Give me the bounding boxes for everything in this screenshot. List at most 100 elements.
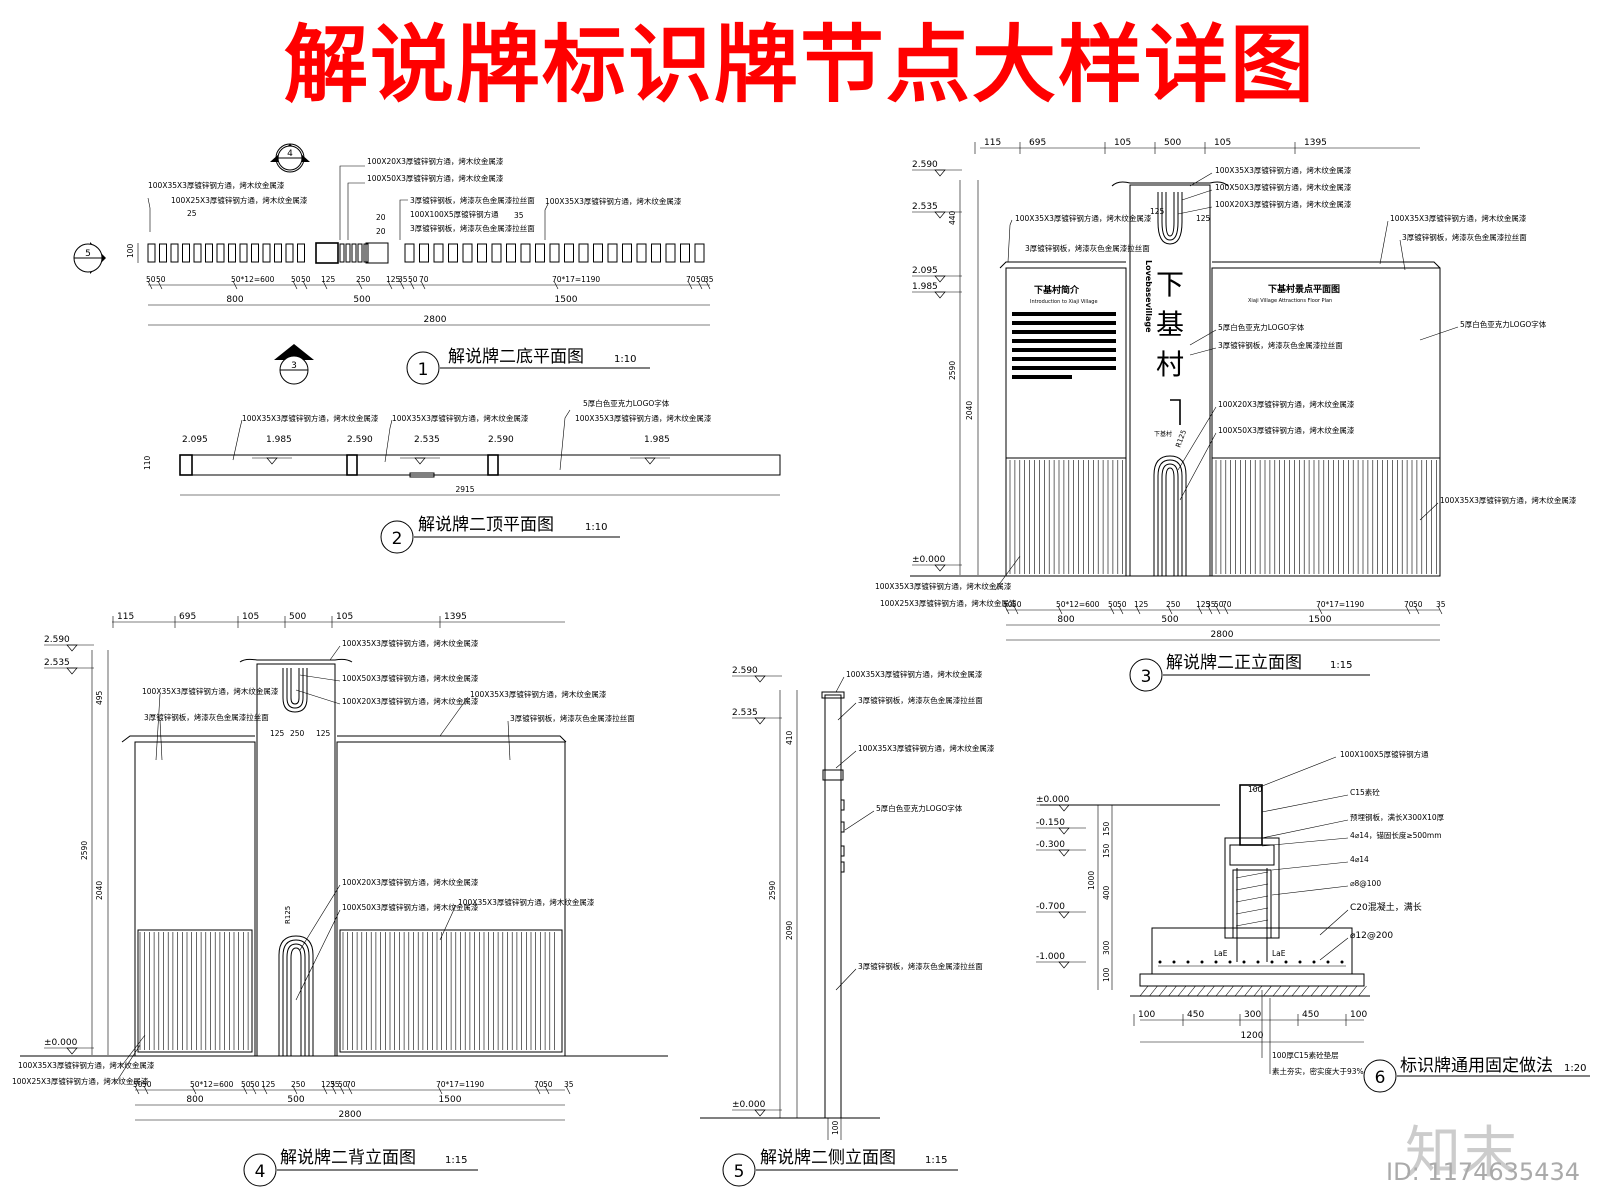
plan1-slat-right [578,243,589,263]
back-side-dim-2040: 2040 [95,881,104,900]
plan1-dim-1500: 1500 [555,295,578,305]
detail-hatch-line [1225,985,1234,997]
back-bottom-dim-7: 125 [321,1080,336,1089]
detail-rebar-dot [1340,960,1344,964]
plan2-side-dim: 110 [143,455,152,470]
front-label-right-8: 100X20X3厚镀锌钢方通，烤木纹金属漆 [1218,399,1355,409]
side-labels: 100X35X3厚镀锌钢方通，烤木纹金属漆3厚镀锌钢板，烤漆灰色金属漆拉丝面10… [835,669,995,991]
back-label-8: 100X50X3厚镀锌钢方通，烤木纹金属漆 [342,902,479,912]
front-bottom-dim-2: 50*12=600 [1056,600,1100,609]
view4-scale: 1:15 [445,1155,467,1166]
watermark-id: ID: 1174635434 [1386,1158,1580,1186]
plan1-slat-right [651,243,661,263]
plan2-level-2: 2.590 [347,435,373,445]
detail-rebar-dot [1312,960,1316,964]
plan1-slat-left [147,243,156,263]
detail-hatch-line [1282,985,1291,997]
detail-hatch-line [1348,985,1358,997]
front-post-en: Lovebasevillage [1144,260,1153,333]
side-label-0: 100X35X3厚镀锌钢方通，烤木纹金属漆 [846,669,983,679]
detail-rebar-tie [1235,919,1269,927]
plan1-tick [292,280,298,290]
plan1-slat-left [170,243,179,263]
plan1-slat-right [549,243,560,263]
side-logo-bump [840,799,845,811]
detail-rebar-dot [1228,960,1232,964]
plan1-dim-top-14: 35 [704,275,714,284]
back-bottom-tick [544,1085,550,1095]
back-bottom-tick [339,1085,345,1095]
back-right-panel [336,741,566,1057]
view1-title: 解说牌二底平面图 [448,347,584,367]
back-top-dim-1: 695 [179,612,196,622]
front-level-1-arrow [934,211,946,219]
front-panel-left-sub: Introduction to Xiaji Village [1030,299,1098,305]
front-bottom-tick [1135,605,1141,615]
plan1-small-20a: 20 [376,213,386,222]
front-side-dim-2040: 2040 [965,401,974,420]
detail-cushion [1139,973,1365,987]
detail-rebar-tie [1235,883,1269,891]
detail-label-8: 100厚C15素砼垫层 [1272,1050,1339,1060]
plan1-tick [687,280,693,290]
detail-level-0-arrow [1058,804,1070,812]
front-bottom-dim-3: 50 [1108,600,1118,609]
back-bottom-tick [322,1085,328,1095]
front-post-char-2: 基 [1156,308,1184,341]
front-bottom-tick [1118,605,1124,615]
side-level-0: 2.590 [732,666,758,676]
back-dim-under-2: 250 [290,729,305,738]
plan1-dim-top-12: 70 [686,275,696,284]
foundation-detail: ±0.000-0.150-0.300-0.700-1.000 150150400… [1036,749,1590,1093]
detail-hatch-line [1139,985,1149,997]
front-label-right-1: 100X50X3厚镀锌钢方通，烤木纹金属漆 [1215,182,1352,192]
back-bottom-dim-8: 35 [330,1080,340,1089]
detail-rebar-tie [1235,871,1269,879]
front-top-dim-0: 115 [984,138,1001,148]
back-label-9: 100X35X3厚镀锌钢方通，烤木纹金属漆 [458,897,595,907]
front-rounded-bottom [1153,455,1187,576]
detail-side-dim-1: 150 [1102,843,1111,858]
back-top-dim-0: 115 [117,612,134,622]
plan1-slat-right [520,243,531,263]
side-label-2: 100X35X3厚镀锌钢方通，烤木纹金属漆 [858,743,995,753]
back-bottom-tick [331,1085,337,1095]
detail-label-leader [1319,909,1349,936]
front-panel-right-title: 下基村景点平面图 [1268,283,1340,295]
detail-label-leader [1261,794,1349,813]
plan1-slat-mid [357,243,363,263]
plan1-small-25: 25 [187,209,197,218]
plan1-dim-top-7: 125 [386,275,401,284]
front-left-text-line [1012,312,1116,316]
plan1-slat-left [182,243,190,263]
detail-label-2: 预埋钢板，满长X300X10厚 [1350,812,1445,822]
plan1-slat-right [593,243,603,263]
front-label-right-6: 5厚白色亚克力LOGO字体 [1460,319,1547,329]
plan1-label-8: 100X35X3厚镀锌钢方通，烤木纹金属漆 [545,196,682,206]
front-left-text-line [1012,330,1116,334]
plan1-tick [553,280,559,290]
detail-top-dim: 100 [1248,785,1263,794]
front-bottom-dim-8: 35 [1206,600,1216,609]
detail-level-3: -0.700 [1036,902,1065,912]
plan2-level-arrow [644,457,656,465]
plan1-label-6: 100X35X3厚镀锌钢方通，烤木纹金属漆 [148,180,285,190]
front-post-char-3: 村 [1156,348,1184,381]
detail-label-5: ⌀8@100 [1350,879,1381,888]
detail-hatch-line [1168,985,1177,997]
back-side-dim-2590: 2590 [80,841,89,860]
back-bottom-tick [191,1085,197,1095]
detail-label-leader [1271,861,1349,871]
back-dim-under-3: 125 [316,729,331,738]
detail-hatch-line [1358,985,1367,997]
detail-rebar-dot [1242,960,1246,964]
detail-hatch-line [1196,985,1206,997]
front-bottom-tick [1167,605,1173,615]
front-label-right-9: 100X50X3厚镀锌钢方通，烤木纹金属漆 [1218,425,1355,435]
front-level-1: 2.535 [912,202,938,212]
